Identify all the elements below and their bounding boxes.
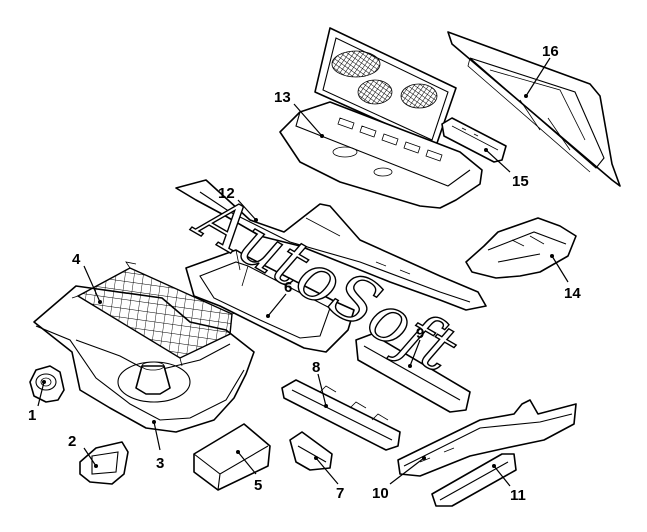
part-8-rail [281,379,401,451]
part-3-boot-floor [33,285,255,433]
part-16-side-panel [447,31,621,187]
callout-12: 12 [218,185,235,202]
callout-16: 16 [542,43,559,60]
leader-lines [37,57,569,487]
part-10-long-rail [397,399,577,477]
callout-9: 9 [416,325,424,342]
callout-15: 15 [512,173,529,190]
callout-5: 5 [254,477,262,494]
part-13-rear-shelf [279,27,483,209]
callout-6: 6 [284,279,292,296]
part-5-bracket [193,423,271,491]
callout-2: 2 [68,433,76,450]
part-1-mount [29,365,65,403]
part-12-cross-member [175,179,487,311]
callout-11: 11 [510,487,526,504]
part-14-side-bracket [465,217,577,279]
callout-4: 4 [72,251,81,268]
callout-10: 10 [372,485,389,502]
callout-14: 14 [564,285,581,302]
part-15-bracket [441,117,507,163]
callout-1: 1 [28,407,36,424]
callout-7: 7 [336,485,344,502]
part-6-floor-pan [185,249,355,353]
part-7-bracket [289,431,333,471]
callout-3: 3 [156,455,164,472]
part-9-rail [355,333,471,413]
callout-8: 8 [312,359,320,376]
part-2-bracket [79,441,129,485]
callout-13: 13 [274,89,291,106]
callout-labels: 1 2 3 4 5 6 7 8 9 10 11 12 13 14 15 16 [28,43,581,504]
